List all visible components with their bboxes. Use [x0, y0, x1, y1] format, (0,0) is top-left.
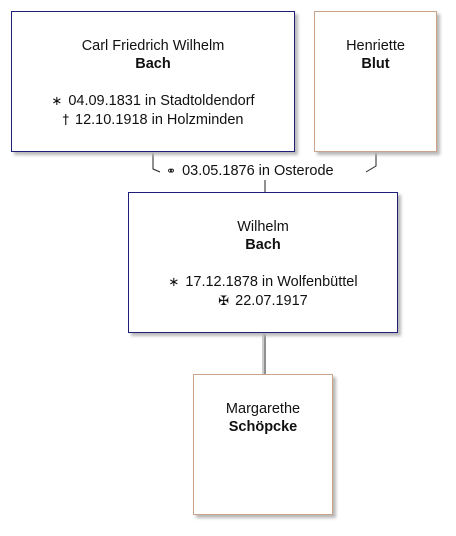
mother-surname: Blut: [361, 56, 390, 72]
person-box-spouse[interactable]: Margarethe Schöpcke: [193, 374, 333, 515]
spouse-surname: Schöpcke: [228, 419, 298, 435]
father-surname: Bach: [135, 56, 171, 72]
person-box-father[interactable]: Carl Friedrich Wilhelm Bach ∗ 04.09.1831 …: [11, 11, 295, 152]
child-given-name: Wilhelm: [237, 219, 289, 235]
child-birth-text: 17.12.1878 in Wolfenbüttel: [185, 274, 358, 290]
child-death-text: 22.07.1917: [235, 293, 308, 309]
child-death: ✠ 22.07.1917: [129, 292, 397, 311]
father-birth: ∗ 04.09.1831 in Stadtoldendorf: [12, 92, 294, 111]
marriage-rings-icon: ⚭: [166, 164, 177, 178]
death-cross-icon: †: [62, 113, 70, 128]
birth-icon: ∗: [51, 94, 63, 109]
war-death-icon: ✠: [218, 294, 230, 309]
person-box-child[interactable]: Wilhelm Bach ∗ 17.12.1878 in Wolfenbüttel…: [128, 192, 398, 333]
father-given-name: Carl Friedrich Wilhelm: [81, 38, 225, 54]
father-death-text: 12.10.1918 in Holzminden: [75, 112, 244, 128]
spouse-given-name: Margarethe: [225, 401, 301, 417]
child-birth: ∗ 17.12.1878 in Wolfenbüttel: [129, 273, 397, 292]
father-death: † 12.10.1918 in Holzminden: [12, 111, 294, 130]
mother-given-name: Henriette: [346, 38, 405, 54]
child-surname: Bach: [245, 237, 281, 253]
marriage-label: ⚭ 03.05.1876 in Osterode: [166, 162, 334, 180]
birth-icon: ∗: [168, 275, 180, 290]
marriage-text: 03.05.1876 in Osterode: [182, 163, 334, 179]
father-birth-text: 04.09.1831 in Stadtoldendorf: [68, 93, 255, 109]
person-box-mother[interactable]: Henriette Blut: [314, 11, 437, 152]
